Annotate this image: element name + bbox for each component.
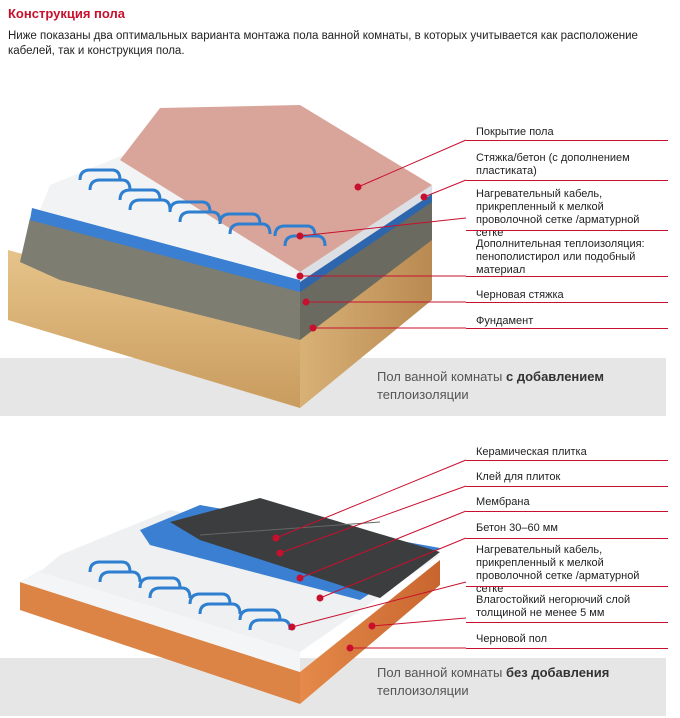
label-tile-adhesive: Клей для плиток <box>476 471 561 483</box>
diagram-1-block <box>8 105 432 408</box>
label-floor-cover: Покрытие пола <box>476 126 554 138</box>
insulation-layer <box>30 208 300 292</box>
label-rough-floor: Черновой пол <box>476 633 548 645</box>
leader-lines-1 <box>296 139 467 332</box>
tile-layer <box>170 498 440 598</box>
rule-1-4 <box>466 276 668 277</box>
rule-2-6 <box>466 622 668 623</box>
label-screed-concrete: Стяжка/бетон (с дополнением пластиката) <box>476 152 630 177</box>
label-ceramic-tile: Керамическая плитка <box>476 446 587 458</box>
caption-1-suffix: теплоизоляции <box>377 387 469 402</box>
rule-1-6 <box>466 328 668 329</box>
rule-1-1 <box>466 140 668 141</box>
caption-2: Пол ванной комнаты без добавления теплои… <box>377 664 609 700</box>
diagram-2-block <box>20 498 440 704</box>
label-insulation: Дополнительная теплоизоляция: пенополист… <box>476 238 645 276</box>
white-screed-side <box>300 185 432 282</box>
heating-cable-2 <box>88 560 292 631</box>
page-title: Конструкция пола <box>8 6 125 21</box>
rule-2-7 <box>466 648 668 649</box>
rule-2-4 <box>466 538 668 539</box>
moisture-layer <box>20 570 300 672</box>
label-moisture-layer: Влагостойкий негорючий слой толщиной не … <box>476 594 631 619</box>
label-rough-screed: Черновая стяжка <box>476 289 564 301</box>
leader-lines-2 <box>272 459 467 652</box>
intro-text: Ниже показаны два оптимальных варианта м… <box>8 30 638 57</box>
foundation-side <box>300 230 432 408</box>
caption-2-bold: без добавления <box>506 665 610 680</box>
insulation-side <box>300 192 432 292</box>
rule-2-5 <box>466 586 668 587</box>
rule-1-5 <box>466 302 668 303</box>
rough-screed-layer <box>20 218 300 340</box>
rough-floor-layer <box>20 582 300 704</box>
rule-2-1 <box>466 460 668 461</box>
label-membrane: Мембрана <box>476 496 530 508</box>
caption-1-prefix: Пол ванной комнаты <box>377 369 503 384</box>
rule-1-2 <box>466 180 668 181</box>
label-heating-cable: Нагревательный кабель, прикрепленный к м… <box>476 188 640 239</box>
caption-1: Пол ванной комнаты с добавлением теплоиз… <box>377 368 604 404</box>
caption-2-suffix: теплоизоляции <box>377 683 469 698</box>
label-concrete: Бетон 30–60 мм <box>476 522 558 534</box>
rule-2-3 <box>466 511 668 512</box>
rough-screed-side <box>300 200 432 340</box>
foundation-layer <box>8 250 300 408</box>
rough-floor-side <box>300 560 440 704</box>
rule-2-2 <box>466 486 668 487</box>
heating-cable <box>78 168 327 247</box>
rule-1-3 <box>466 230 668 231</box>
caption-1-bold: с добавлением <box>506 369 604 384</box>
label-heating-cable-2: Нагревательный кабель, прикрепленный к м… <box>476 544 640 595</box>
caption-2-prefix: Пол ванной комнаты <box>377 665 503 680</box>
label-foundation: Фундамент <box>476 315 534 327</box>
